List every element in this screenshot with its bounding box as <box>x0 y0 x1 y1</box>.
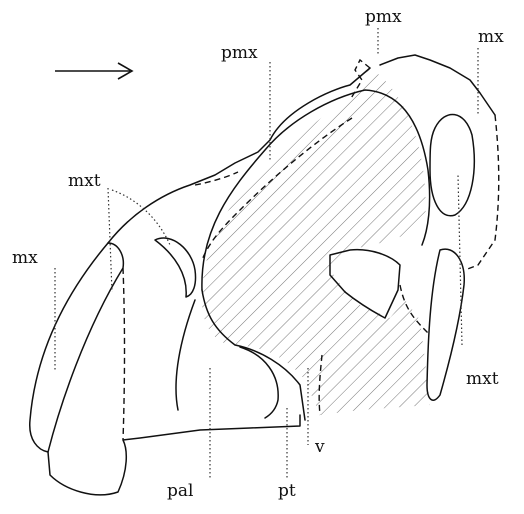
left-mxt-crescent <box>155 238 196 297</box>
label-pmx-left: pmx <box>221 43 258 63</box>
label-mxt-right: mxt <box>466 369 499 389</box>
direction-arrow <box>55 63 132 79</box>
label-mxt-top: mxt <box>68 171 101 191</box>
label-pal: pal <box>167 481 193 501</box>
hatched-region <box>202 68 430 415</box>
pt-inner-curve <box>240 347 278 418</box>
right-oval-outline <box>430 114 474 215</box>
dashed-left-lobe <box>123 268 125 440</box>
right-mxt-outline <box>427 249 464 400</box>
pal-inner-curve <box>176 300 195 410</box>
label-mx-left: mx <box>12 248 38 268</box>
label-pmx-top: pmx <box>365 7 402 27</box>
label-pt: pt <box>278 481 296 501</box>
left-lobe-outline <box>30 243 124 452</box>
label-mx-right: mx <box>478 27 504 47</box>
leader-mxt-top <box>108 188 112 292</box>
label-v: v <box>314 437 325 457</box>
